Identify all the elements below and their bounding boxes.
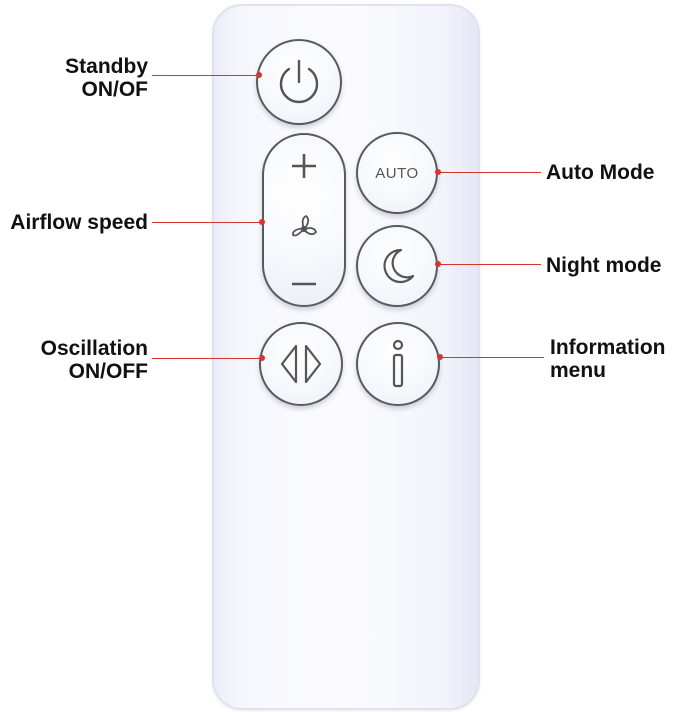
information-button[interactable] bbox=[356, 322, 440, 406]
oscillation-label: Oscillation ON/OFF bbox=[20, 337, 148, 383]
standby-label-line2: ON/OF bbox=[81, 78, 149, 101]
airflow-leader-dot bbox=[259, 219, 265, 225]
info-leader-dot bbox=[437, 354, 443, 360]
fan-icon bbox=[292, 215, 317, 237]
power-icon bbox=[279, 59, 319, 104]
airflow-leader-line bbox=[152, 222, 262, 224]
airflow-speed-control bbox=[262, 133, 346, 307]
minus-icon[interactable] bbox=[289, 277, 319, 291]
auto-leader-dot bbox=[435, 169, 441, 175]
night-leader-line bbox=[438, 264, 541, 266]
info-label-line2: menu bbox=[550, 359, 607, 382]
moon-icon bbox=[383, 248, 415, 284]
oscillation-label-line1: Oscillation bbox=[40, 337, 148, 360]
auto-button-label: AUTO bbox=[375, 164, 419, 182]
info-leader-line bbox=[440, 357, 544, 359]
info-icon bbox=[392, 339, 404, 388]
standby-leader-dot bbox=[256, 72, 262, 78]
oscillation-arrows-icon bbox=[280, 344, 322, 384]
oscillation-leader-dot bbox=[259, 355, 265, 361]
night-label: Night mode bbox=[546, 254, 662, 277]
auto-label-text: Auto Mode bbox=[546, 161, 655, 184]
plus-icon[interactable] bbox=[289, 151, 319, 181]
night-leader-dot bbox=[435, 261, 441, 267]
standby-button[interactable] bbox=[256, 39, 342, 125]
airflow-label-text: Airflow speed bbox=[10, 211, 148, 234]
night-mode-button[interactable] bbox=[356, 225, 438, 307]
info-label: Information menu bbox=[550, 336, 666, 382]
auto-leader-line bbox=[438, 172, 541, 174]
oscillation-leader-line bbox=[152, 358, 262, 360]
airflow-label: Airflow speed bbox=[0, 211, 148, 234]
night-label-text: Night mode bbox=[546, 254, 662, 277]
auto-mode-button[interactable]: AUTO bbox=[356, 132, 438, 214]
info-label-line1: Information bbox=[550, 336, 666, 359]
standby-label-line1: Standby bbox=[65, 55, 148, 78]
oscillation-button[interactable] bbox=[259, 322, 343, 406]
standby-leader-line bbox=[152, 75, 259, 77]
standby-label: Standby ON/OF bbox=[30, 55, 148, 101]
oscillation-label-line2: ON/OFF bbox=[68, 360, 148, 383]
auto-label: Auto Mode bbox=[546, 161, 654, 184]
